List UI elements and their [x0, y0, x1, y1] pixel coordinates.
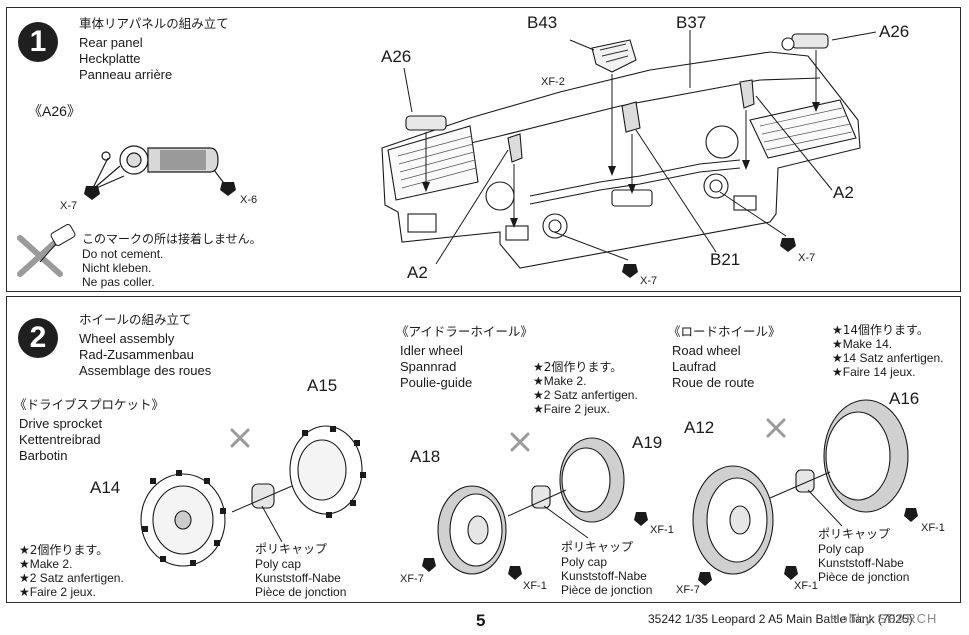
part-a2-left: A2 — [407, 263, 428, 282]
nocement-fr: Ne pas coller. — [82, 275, 155, 289]
idler-heading: 《アイドラーホイール》 — [396, 324, 533, 339]
watermark: Hobby SEARCH — [830, 611, 938, 626]
step1-title-fr: Panneau arrière — [79, 67, 173, 82]
road-fr: Roue de route — [672, 375, 755, 390]
idler-xf1-b: XF-1 — [650, 524, 674, 536]
road-make-en: ★Make 14. — [832, 337, 893, 351]
step2-title-jp: ホイールの組み立て — [79, 312, 192, 327]
sprocket-de: Kettentreibrad — [19, 432, 101, 447]
polycap-de-1: Kunststoff-Nabe — [255, 571, 341, 585]
road-xf1-a: XF-1 — [794, 580, 818, 592]
polycap-en-1: Poly cap — [255, 557, 302, 571]
idler-xf1-a: XF-1 — [523, 580, 547, 592]
sprocket-make-jp: ★2個作ります。 — [19, 543, 109, 557]
sprocket-make-de: ★2 Satz anfertigen. — [19, 571, 124, 585]
part-b37: B37 — [676, 13, 707, 32]
road-make-fr: ★Faire 14 jeux. — [832, 365, 916, 379]
part-a19: A19 — [632, 433, 663, 452]
road-make-jp: ★14個作ります。 — [832, 323, 929, 337]
step1-number: 1 — [18, 22, 58, 62]
road-de: Laufrad — [672, 359, 717, 374]
polycap-fr-2: Pièce de jonction — [561, 583, 653, 597]
idler-fr: Poulie-guide — [400, 375, 473, 390]
step2-title-de: Rad-Zusammenbau — [79, 347, 194, 362]
road-xf1-b: XF-1 — [921, 522, 945, 534]
road-en: Road wheel — [672, 343, 741, 358]
polycap-de-3: Kunststoff-Nabe — [818, 556, 904, 570]
detail-x6-label: X-6 — [240, 194, 258, 206]
nocement-en: Do not cement. — [82, 247, 164, 261]
part-a16: A16 — [889, 389, 920, 408]
part-b21: B21 — [710, 250, 741, 269]
idler-make-jp: ★2個作ります。 — [533, 360, 623, 374]
part-x7-bottom: X-7 — [640, 275, 658, 287]
sprocket-heading: 《ドライブスプロケット》 — [14, 397, 165, 412]
nocement-jp: このマークの所は接着しません。 — [82, 232, 262, 246]
sprocket-fr: Barbotin — [19, 448, 68, 463]
polycap-jp-1: ポリキャップ — [255, 542, 328, 556]
sprocket-make-fr: ★Faire 2 jeux. — [19, 585, 96, 599]
polycap-fr-3: Pièce de jonction — [818, 570, 910, 584]
part-a14: A14 — [90, 478, 121, 497]
step1-title-en: Rear panel — [79, 35, 143, 50]
part-a12: A12 — [684, 418, 715, 437]
part-b43: B43 — [527, 13, 558, 32]
page-number: 5 — [476, 611, 486, 630]
polycap-en-3: Poly cap — [818, 542, 865, 556]
road-heading: 《ロードホイール》 — [668, 324, 781, 339]
step2-number: 2 — [18, 318, 58, 358]
idler-make-fr: ★Faire 2 jeux. — [533, 402, 610, 416]
idler-de: Spannrad — [400, 359, 457, 374]
sprocket-make-en: ★Make 2. — [19, 557, 73, 571]
part-a15: A15 — [307, 376, 338, 395]
polycap-en-2: Poly cap — [561, 555, 608, 569]
road-make-de: ★14 Satz anfertigen. — [832, 351, 944, 365]
nocement-de: Nicht kleben. — [82, 261, 152, 275]
step1-title-de: Heckplatte — [79, 51, 141, 66]
part-a2-right: A2 — [833, 183, 854, 202]
polycap-jp-2: ポリキャップ — [561, 540, 634, 554]
detail-x7-label: X-7 — [60, 200, 78, 212]
sprocket-en: Drive sprocket — [19, 416, 103, 431]
idler-make-en: ★Make 2. — [533, 374, 587, 388]
idler-xf7: XF-7 — [400, 573, 424, 585]
a26-detail-label: 《A26》 — [28, 103, 81, 119]
part-x7-right: X-7 — [798, 252, 816, 264]
part-a26-left: A26 — [381, 47, 412, 66]
product-line: 35242 1/35 Leopard 2 A5 Main Battle Tank… — [648, 612, 913, 626]
step2-title-en: Wheel assembly — [79, 331, 175, 346]
idler-en: Idler wheel — [400, 343, 463, 358]
part-a18: A18 — [410, 447, 441, 466]
polycap-jp-3: ポリキャップ — [818, 527, 891, 541]
step1-title-jp: 車体リアパネルの組み立て — [79, 16, 229, 31]
polycap-de-2: Kunststoff-Nabe — [561, 569, 647, 583]
part-a26-right: A26 — [879, 22, 910, 41]
part-xf2: XF-2 — [541, 76, 565, 88]
polycap-fr-1: Pièce de jonction — [255, 585, 347, 599]
road-xf7: XF-7 — [676, 584, 700, 596]
idler-make-de: ★2 Satz anfertigen. — [533, 388, 638, 402]
step2-title-fr: Assemblage des roues — [79, 363, 212, 378]
